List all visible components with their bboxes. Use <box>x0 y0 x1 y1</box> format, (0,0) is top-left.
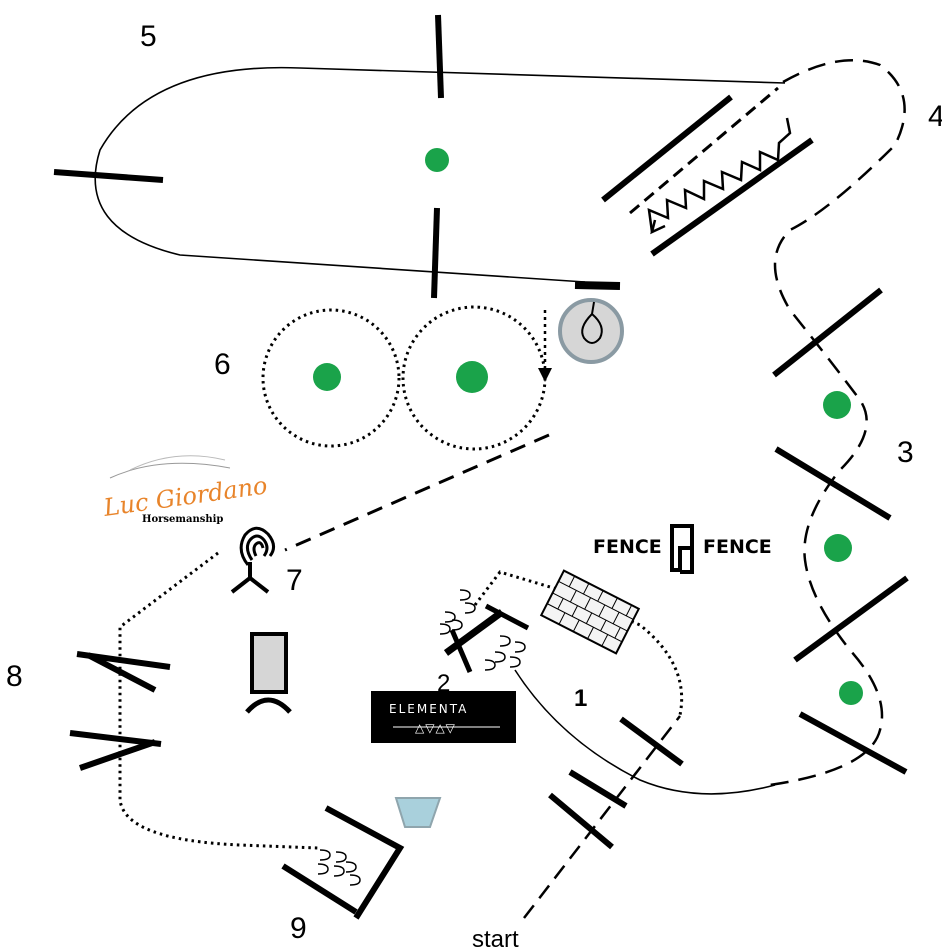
pole <box>793 575 909 663</box>
brick-wall-obstacle <box>539 569 641 655</box>
pole <box>650 137 814 257</box>
gate-pole-top <box>435 14 444 99</box>
obstacle-number-2: 2 <box>437 670 450 697</box>
zigzag-rope <box>647 117 792 233</box>
obstacle-2-bridge <box>439 589 530 673</box>
route-dashed-start <box>523 715 681 919</box>
pole <box>772 287 883 378</box>
obstacle-number-6: 6 <box>214 348 231 381</box>
elementa-text: ELEMENTA <box>389 702 468 716</box>
obstacle-6-circles <box>261 305 552 451</box>
obstacle-3-poles <box>772 287 909 775</box>
obstacle-8-poles <box>69 651 171 771</box>
horseshoe-icon <box>439 589 526 671</box>
horseshoe-icon <box>317 849 361 886</box>
dashed-pole <box>629 86 779 215</box>
gray-panel <box>250 632 288 694</box>
obstacle-number-5: 5 <box>140 20 157 53</box>
pole-start-upper <box>568 769 628 809</box>
marker-cone <box>313 363 341 391</box>
obstacle-number-8: 8 <box>6 660 23 693</box>
obstacle-9-box <box>281 805 405 920</box>
obstacle-number-7: 7 <box>286 564 303 597</box>
pole-1 <box>619 716 684 767</box>
pole <box>774 446 892 521</box>
route-solid-1-3 <box>514 669 776 795</box>
elementa-logo: ELEMENTA △▽△▽ <box>371 691 516 743</box>
route-dashed-6-7 <box>284 433 550 552</box>
marker-cone <box>824 534 852 562</box>
pole <box>601 94 733 203</box>
rope-disc-obstacle <box>558 281 624 364</box>
obstacle-number-4: 4 <box>928 100 942 133</box>
gate-pole-bottom <box>431 207 440 299</box>
bucket-icon <box>394 797 442 828</box>
fence-left: FENCE <box>593 536 662 558</box>
gate-pole-left <box>53 169 164 183</box>
fence-right: FENCE <box>703 536 772 558</box>
bar <box>574 281 621 290</box>
fence-logo: FENCE FENCE <box>593 524 772 574</box>
marker-cone <box>456 361 488 393</box>
logo-subtitle: Horsemanship <box>142 514 223 525</box>
start-label: start <box>472 926 519 950</box>
obstacle-7-target <box>230 526 275 594</box>
rope-loop-icon <box>581 301 603 344</box>
route-dashed-4-3 <box>769 59 906 787</box>
route-dotted-7-9 <box>118 551 319 850</box>
pole-start-lower <box>548 792 614 850</box>
gray-disc <box>558 298 624 364</box>
pole <box>798 711 908 775</box>
route-dotted-2 <box>473 570 684 716</box>
gray-panel-obstacle <box>245 632 292 714</box>
target-icon <box>239 526 275 566</box>
luc-giordano-logo: Luc Giordano Horsemanship <box>101 455 269 525</box>
obstacle-number-1: 1 <box>574 685 587 712</box>
marker-cone <box>823 391 851 419</box>
obstacle-4-poles <box>601 86 814 257</box>
obstacle-5-loop <box>53 14 786 299</box>
marker-cone <box>839 681 863 705</box>
obstacle-number-9: 9 <box>290 912 307 945</box>
marker-cone <box>425 148 449 172</box>
dotted-circle <box>261 308 401 448</box>
obstacle-number-3: 3 <box>897 436 914 469</box>
fence-emblem-icon <box>670 524 694 574</box>
elementa-symbols: △▽△▽ <box>415 721 456 735</box>
